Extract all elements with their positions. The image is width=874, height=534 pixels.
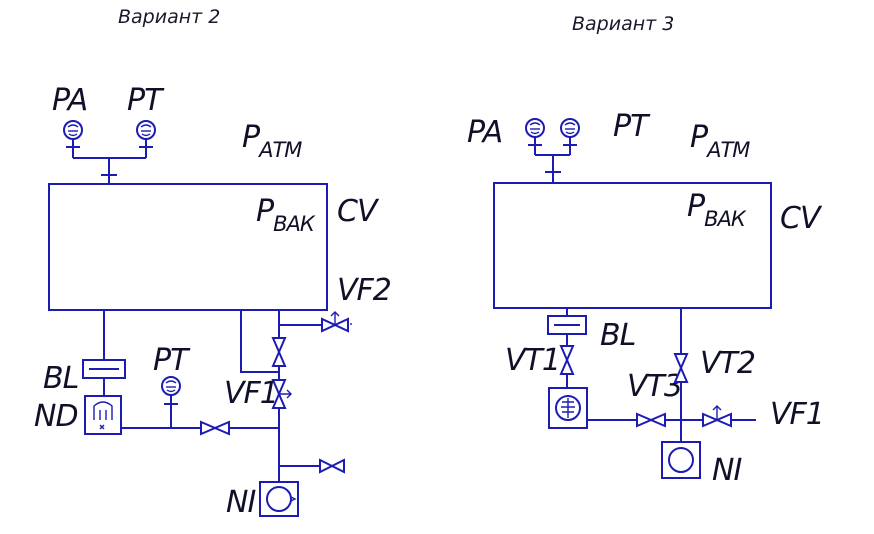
vt2-label: VT2 [700, 346, 755, 381]
pt-top-label: PT [127, 83, 165, 118]
pt-gauge-icon [560, 118, 580, 155]
vacuum-chamber [48, 183, 328, 311]
variant-3-caption: Вариант 3 [572, 13, 674, 35]
p-atm-label: PАТМ [242, 120, 302, 162]
variant-2-scheme: Вариант 2 PA PT PАТМ PВАК CV VF2 BL [34, 6, 392, 520]
p-atm-label: PАТМ [690, 120, 750, 162]
vf1-label: VF1 [770, 397, 824, 432]
vt3-valve-icon [636, 413, 666, 427]
pa-gauge-icon [525, 118, 545, 155]
vt1-valve-icon [560, 345, 574, 375]
cv-label: CV [337, 194, 380, 229]
pa-label: PA [467, 115, 502, 150]
vacuum-chamber [493, 182, 772, 309]
vf2-label: VF2 [337, 273, 391, 308]
pt-gauge-icon [136, 120, 156, 158]
pa-gauge-icon [63, 120, 83, 158]
p-vak-label: PВАК [256, 194, 316, 236]
pt-label: PT [613, 109, 651, 144]
ni-label: NI [226, 485, 256, 520]
vf-upper-valve-icon [272, 337, 286, 367]
variant-3-scheme: Вариант 3 PA PT PАТМ PВАК CV BL VT1 [467, 13, 825, 488]
cv-label: CV [780, 201, 823, 236]
nd-label: ND [34, 399, 78, 434]
vt1-label: VT1 [505, 343, 560, 378]
vf1-label: VF1 [224, 376, 278, 411]
p-vak-label: PВАК [687, 189, 747, 231]
pt-mid-gauge-icon [161, 376, 181, 428]
pa-label: PA [52, 83, 87, 118]
vt2-valve-icon [674, 353, 688, 383]
valve-mid-icon [200, 421, 230, 435]
ni-label: NI [712, 453, 742, 488]
bl-label: BL [43, 361, 78, 396]
bl-label: BL [600, 318, 635, 353]
vt3-label: VT3 [627, 369, 682, 404]
variant-2-caption: Вариант 2 [118, 6, 220, 28]
lower-valve-icon [319, 458, 345, 474]
pt-mid-label: PT [153, 343, 191, 378]
